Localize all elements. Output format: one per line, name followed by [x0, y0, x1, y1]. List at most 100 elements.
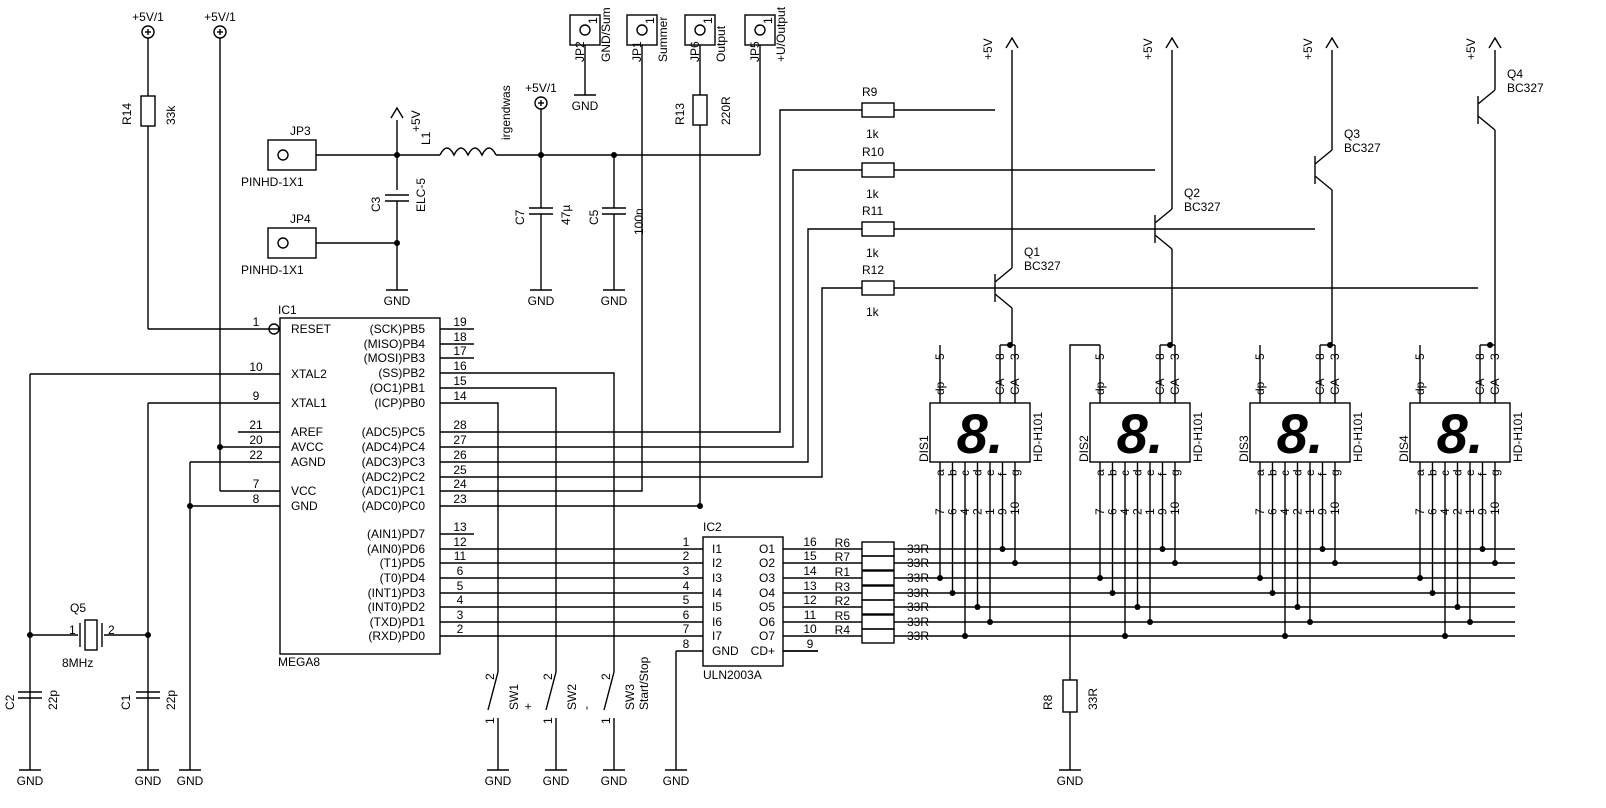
seg-resistor-ref: R6: [835, 536, 851, 550]
gnd-label: GND: [1057, 774, 1084, 788]
display-body: [1409, 402, 1511, 463]
ic1-pin-number: 19: [453, 315, 467, 329]
display-pin-number: 1: [1463, 508, 1477, 515]
ic1-pin-name: (AIN0)PD6: [367, 542, 425, 556]
ic1-pin-number: 24: [453, 477, 467, 491]
display-pin-label: a: [933, 469, 947, 476]
junction-dot: [1159, 546, 1166, 552]
display-pin-label: CA: [1168, 378, 1182, 395]
display-pin-label: d: [1131, 469, 1145, 476]
junction-dot: [1109, 590, 1116, 596]
junction-dot: [1307, 619, 1313, 625]
transistor-emitter: [994, 267, 1013, 283]
display-pin-label: CA: [1008, 378, 1022, 395]
display-pin-number: 10: [1168, 501, 1182, 515]
c5-value: 100n: [632, 208, 646, 235]
supply-arrow: [1488, 36, 1502, 49]
ic1-pin-number: 4: [457, 593, 464, 607]
r8-ref: R8: [1041, 694, 1055, 710]
display-pin-label: e: [1143, 469, 1157, 476]
ic1-pin-name: RESET: [291, 322, 332, 336]
ic2-pin-number: 13: [803, 579, 817, 593]
ic1-pin-number: 1: [253, 315, 260, 329]
supply-label: +5V: [1301, 38, 1315, 60]
junction-dot: [1269, 590, 1276, 596]
transistor-emitter: [1314, 149, 1333, 165]
junction-dot: [1454, 604, 1461, 610]
display-pin-label: f: [1316, 472, 1330, 476]
display-pin-number: 8: [1313, 353, 1327, 360]
display-pin-number: 3: [1488, 353, 1502, 360]
display-body: [929, 402, 1031, 463]
supply-arrow: [1325, 36, 1339, 49]
jp4-value: PINHD-1X1: [241, 263, 304, 277]
base-resistor-ref: R10: [862, 145, 884, 159]
ic2-pin-number: 8: [683, 637, 690, 651]
ic2-pin-number: 4: [683, 579, 690, 593]
ic2-body: [702, 536, 784, 667]
display-pin-number: 2: [1291, 508, 1305, 515]
ic1-pin-number: 2: [457, 622, 464, 636]
ic1-pin-name: (SCK)PB5: [370, 322, 426, 336]
display-glyph: 8.: [1437, 402, 1484, 465]
ic1-pin-name: (ADC3)PC3: [362, 455, 426, 469]
ic1-pin-name: (OC1)PB1: [370, 381, 426, 395]
ic2-pin-name: I6: [712, 615, 722, 629]
resistor-body: [861, 221, 895, 237]
display-pin-label: CA: [1473, 378, 1487, 395]
pin-number: 1: [643, 17, 657, 24]
transistor-collector: [994, 293, 1013, 309]
ic1-pin-number: 25: [453, 463, 467, 477]
resistor-body: [692, 94, 708, 126]
transistor-ref: Q4: [1507, 67, 1523, 81]
display-pin-number: 8: [993, 353, 1007, 360]
resistor-body: [861, 162, 895, 178]
jumper-ref: JP5: [748, 41, 762, 62]
gnd-label: GND: [663, 774, 690, 788]
display-pin-label: e: [1303, 469, 1317, 476]
gnd-label: GND: [177, 774, 204, 788]
ic1-pin-name: (ADC5)PC5: [362, 425, 426, 439]
display-pin-label: b: [1426, 469, 1440, 476]
resistor-body: [861, 599, 895, 615]
display-pin-number: 9: [1476, 508, 1490, 515]
resistor-body: [861, 570, 895, 586]
display-pin-number: 5: [1093, 353, 1107, 360]
transistor-value: BC327: [1507, 81, 1544, 95]
base-resistor-ref: R12: [862, 263, 884, 277]
ic1-pin-name: (TXD)PD1: [370, 615, 426, 629]
jumper-label: Summer: [656, 17, 670, 62]
ic2-pin-number: 5: [683, 593, 690, 607]
supply-arrow: [1005, 36, 1019, 49]
junction-dot: [1257, 575, 1263, 581]
seg-resistor-ref: R7: [835, 550, 851, 564]
jp4-ref: JP4: [290, 212, 311, 226]
ic2-value: ULN2003A: [703, 668, 762, 682]
reset-bubble: [268, 323, 280, 335]
ic1-pin-number: 18: [453, 330, 467, 344]
pin-number: 1: [586, 17, 600, 24]
pin-number: 2: [541, 673, 555, 680]
display-pin-label: dp: [933, 381, 947, 395]
r13-ref: R13: [673, 103, 687, 125]
junction-dot: [1282, 633, 1288, 639]
seg-resistor-value: 33R: [907, 556, 929, 570]
jumper-ref: JP6: [688, 41, 702, 62]
resistor-body: [140, 95, 156, 127]
display-pin-number: 3: [1008, 353, 1022, 360]
c1-value: 22p: [164, 690, 178, 710]
display-pin-label: dp: [1253, 381, 1267, 395]
crystal-body: [84, 619, 98, 651]
junction-dot: [937, 575, 943, 581]
pin-number: 1: [701, 17, 715, 24]
display-pin-number: 7: [1253, 508, 1267, 515]
ic1-pin-name: (ADC2)PC2: [362, 470, 426, 484]
seg-resistor-value: 33R: [907, 615, 929, 629]
summer-wire: [474, 45, 643, 492]
gnd-label: GND: [17, 774, 44, 788]
pin-number: 1: [761, 17, 775, 24]
r14-value: 33k: [164, 105, 178, 125]
display-glyph: 8.: [957, 402, 1004, 465]
transistor-value: BC327: [1184, 200, 1221, 214]
